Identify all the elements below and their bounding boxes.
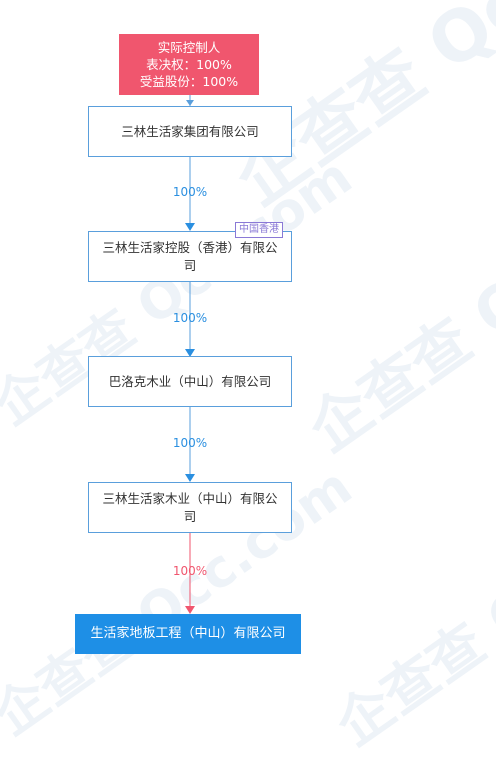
arrow-head — [185, 223, 195, 231]
company-node[interactable]: 三林生活家控股（香港）有限公司 — [88, 231, 292, 282]
region-tag: 中国香港 — [235, 222, 283, 238]
company-node[interactable]: 三林生活家木业（中山）有限公司 — [88, 482, 292, 533]
company-node[interactable]: 三林生活家集团有限公司 — [88, 106, 292, 157]
arrow-head — [185, 349, 195, 357]
company-name: 三林生活家木业（中山）有限公司 — [102, 490, 278, 524]
company-name: 三林生活家集团有限公司 — [121, 123, 259, 139]
company-node[interactable]: 巴洛克木业（中山）有限公司 — [88, 356, 292, 407]
controller-voting-rights: 表决权：100% — [146, 57, 232, 72]
edge-percent: 100% — [172, 436, 208, 450]
edge-percent: 100% — [172, 311, 208, 325]
company-name: 生活家地板工程（中山）有限公司 — [90, 626, 286, 641]
arrow-head — [185, 474, 195, 482]
controller-beneficial-shares: 受益股份：100% — [139, 74, 239, 89]
edge-percent: 100% — [172, 185, 208, 199]
arrow-head — [186, 100, 194, 106]
controller-title: 实际控制人 — [157, 40, 221, 55]
company-name: 巴洛克木业（中山）有限公司 — [108, 373, 272, 389]
target-company-node[interactable]: 生活家地板工程（中山）有限公司 — [75, 614, 301, 654]
connector-lines — [185, 95, 195, 614]
actual-controller-box[interactable]: 实际控制人 表决权：100% 受益股份：100% — [119, 34, 259, 95]
edge-percent: 100% — [172, 564, 208, 578]
company-name: 三林生活家控股（香港）有限公司 — [102, 239, 278, 273]
arrow-head — [185, 606, 195, 614]
